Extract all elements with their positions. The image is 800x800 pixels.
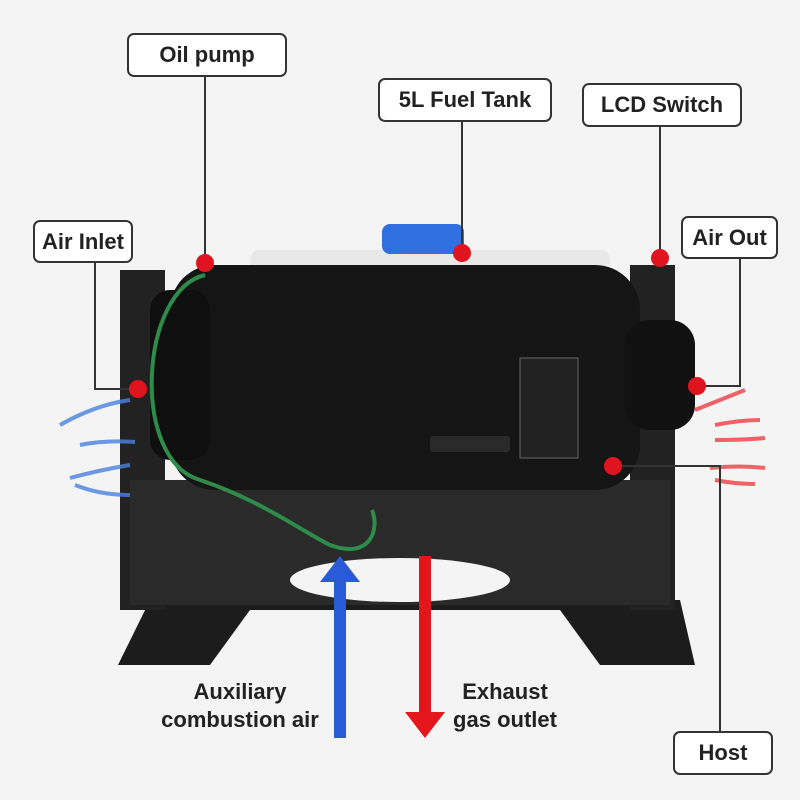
base-stand (118, 600, 695, 665)
spec-plate (519, 357, 579, 459)
vent-slot (430, 436, 510, 452)
tank-cap-icon (382, 224, 464, 254)
caption-line: gas outlet (453, 707, 557, 732)
intake-fan (150, 290, 210, 460)
caption-line: combustion air (161, 707, 319, 732)
caption-auxiliary-air: Auxiliary combustion air (150, 678, 330, 734)
leader-lines (94, 77, 741, 731)
label-air-inlet: Air Inlet (33, 220, 133, 263)
marker-oil-pump (196, 254, 214, 272)
outlet-duct (625, 320, 695, 430)
marker-air-inlet (129, 380, 147, 398)
caption-exhaust: Exhaust gas outlet (440, 678, 570, 734)
marker-fuel-tank (453, 244, 471, 262)
label-oil-pump: Oil pump (127, 33, 287, 77)
label-lcd-switch: LCD Switch (582, 83, 742, 127)
marker-dots (129, 244, 706, 475)
caption-line: Exhaust (462, 679, 548, 704)
label-host: Host (673, 731, 773, 775)
intake-arrow (320, 556, 360, 738)
label-air-out: Air Out (681, 216, 778, 259)
fuel-hose (149, 273, 377, 552)
label-fuel-tank: 5L Fuel Tank (378, 78, 552, 122)
marker-host (604, 457, 622, 475)
marker-air-out (688, 377, 706, 395)
marker-lcd-switch (651, 249, 669, 267)
caption-line: Auxiliary (193, 679, 287, 704)
air-inlet-arrows (59, 398, 136, 497)
exhaust-arrow (405, 556, 445, 738)
air-out-arrows (694, 388, 766, 486)
